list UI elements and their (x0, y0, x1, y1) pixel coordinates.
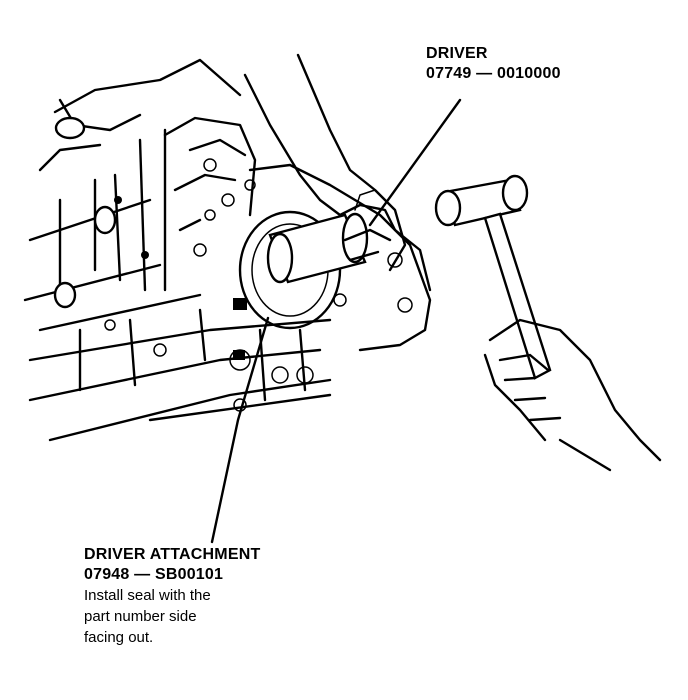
hand-icon (483, 318, 662, 472)
driver-leader-line (368, 98, 462, 227)
install-note-line: facing out. (84, 629, 154, 646)
driver-tool-icon (266, 212, 369, 284)
driver-name: DRIVER (426, 45, 488, 62)
install-note-line: Install seal with the (84, 587, 211, 604)
engine-block-drawing (23, 58, 432, 442)
driver-attachment-callout: DRIVER ATTACHMENT 07948 — SB00101 Instal… (84, 545, 260, 648)
driver-attachment-part-number: 07948 — SB00101 (84, 566, 224, 583)
driver-attachment-name: DRIVER ATTACHMENT (84, 546, 261, 563)
hammer-icon (434, 174, 552, 380)
install-note-line: part number side (84, 608, 197, 625)
attachment-leader-line (210, 316, 270, 544)
hand-icon (243, 53, 407, 272)
driver-part-number: 07749 — 0010000 (426, 65, 561, 82)
driver-callout: DRIVER 07749 — 0010000 (426, 44, 561, 84)
